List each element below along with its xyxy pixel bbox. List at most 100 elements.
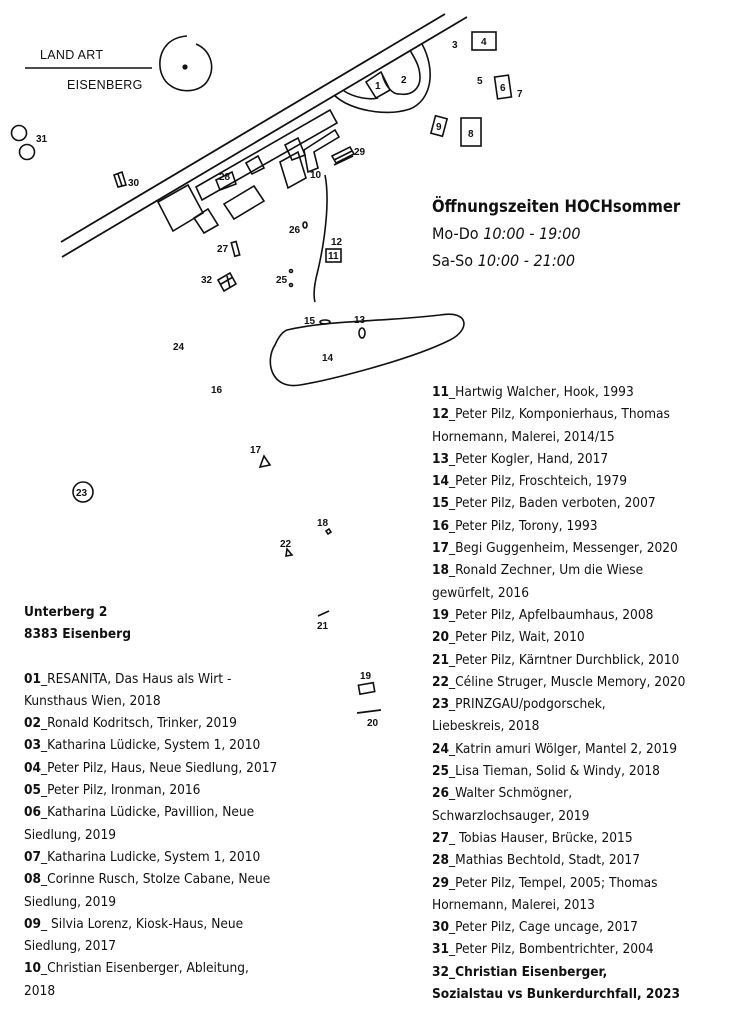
legend-item: 25_Lisa Tieman, Solid & Windy, 2018 (432, 760, 685, 782)
legend-number: 27 (432, 829, 450, 846)
marker-25[interactable]: 25 (276, 275, 288, 286)
address-street: Unterberg 2 (24, 604, 108, 620)
legend-item: 11_Hartwig Walcher, Hook, 1993 (432, 381, 685, 403)
legend-number: 32 (432, 963, 450, 980)
legend-item: 02_Ronald Kodritsch, Trinker, 2019 (24, 712, 277, 734)
address-city: 8383 Eisenberg (24, 626, 131, 643)
marker-11[interactable]: 11 (328, 251, 339, 262)
legend-item: 13_Peter Kogler, Hand, 2017 (432, 448, 685, 470)
legend-number: 19 (432, 606, 450, 623)
marker-15[interactable]: 15 (304, 316, 316, 327)
marker-16[interactable]: 16 (211, 385, 223, 396)
marker-1[interactable]: 1 (375, 81, 381, 92)
legend-number: 09 (24, 915, 42, 932)
legend-text: _Corinne Rusch, Stolze Cabane, Neue (41, 871, 271, 888)
artwork-20-shape (356, 709, 382, 714)
legend-item: 01_RESANITA, Das Haus als Wirt -Kunsthau… (24, 668, 277, 713)
legend-item: 17_Begi Guggenheim, Messenger, 2020 (432, 537, 685, 559)
legend-number: 04 (24, 759, 42, 776)
marker-3[interactable]: 3 (452, 40, 458, 51)
legend-text: _Begi Guggenheim, Messenger, 2020 (449, 540, 678, 557)
marker-32[interactable]: 32 (201, 275, 213, 286)
artwork-17-shape (258, 454, 272, 469)
marker-20[interactable]: 20 (367, 718, 379, 729)
legend-text-continued: Siedlung, 2019 (24, 893, 117, 910)
road-edge (61, 16, 468, 258)
legend-text: _PRINZGAU/podgorschek, (449, 696, 606, 713)
legend-text: _Hartwig Walcher, Hook, 1993 (449, 384, 634, 400)
hours-time: 10:00 - 21:00 (477, 251, 575, 270)
legend-item: 22_Céline Struger, Muscle Memory, 2020 (432, 671, 685, 693)
legend-number: 13 (432, 450, 450, 467)
legend-left: Unterberg 2 8383 Eisenberg 01_RESANITA, … (24, 601, 277, 1002)
artwork-31-shape (10, 124, 28, 142)
legend-text: _Peter Pilz, Haus, Neue Siedlung, 2017 (41, 759, 278, 776)
marker-26[interactable]: 26 (289, 225, 301, 236)
artwork-21-shape (317, 610, 330, 617)
marker-13[interactable]: 13 (354, 315, 366, 326)
marker-9[interactable]: 9 (436, 122, 442, 133)
marker-14[interactable]: 14 (322, 353, 334, 364)
legend-number: 10 (24, 960, 42, 977)
legend-text: _RESANITA, Das Haus als Wirt - (41, 670, 232, 687)
opening-hours: Öffnungszeiten HOCHsommer Mo-Do 10:00 - … (432, 193, 680, 274)
legend-item: 07_Katharina Ludicke, System 1, 2010 (24, 846, 277, 868)
legend-text: _Walter Schmögner, (449, 785, 573, 802)
marker-24[interactable]: 24 (173, 342, 185, 353)
legend-number: 06 (24, 804, 42, 821)
legend-number: 26 (432, 785, 450, 802)
legend-number: 11 (432, 384, 450, 400)
legend-number: 16 (432, 517, 450, 534)
marker-5[interactable]: 5 (477, 76, 483, 87)
artwork-25-shape (288, 282, 294, 288)
marker-29[interactable]: 29 (354, 147, 366, 158)
legend-item: 20_Peter Pilz, Wait, 2010 (432, 626, 685, 648)
artwork-26-shape (302, 221, 308, 229)
marker-27[interactable]: 27 (217, 244, 229, 255)
artwork-9-shape (429, 114, 449, 138)
marker-12[interactable]: 12 (331, 237, 343, 248)
marker-23[interactable]: 23 (76, 488, 88, 499)
marker-22[interactable]: 22 (280, 539, 292, 550)
legend-text: _Ronald Zechner, Um die Wiese (449, 562, 644, 579)
marker-30[interactable]: 30 (128, 178, 140, 189)
artwork-19-shape (357, 681, 376, 696)
pond-14-shape (269, 313, 465, 387)
address: Unterberg 2 8383 Eisenberg (24, 601, 277, 646)
legend-item: 31_Peter Pilz, Bombentrichter, 2004 (432, 938, 685, 960)
marker-6[interactable]: 6 (500, 83, 506, 94)
marker-31[interactable]: 31 (36, 134, 48, 145)
marker-19[interactable]: 19 (360, 671, 372, 682)
legend-item: 24_Katrin amuri Wölger, Mantel 2, 2019 (432, 738, 685, 760)
legend-number: 22 (432, 673, 450, 690)
legend-number: 20 (432, 629, 450, 646)
legend-text: _Peter Pilz, Bombentrichter, 2004 (449, 941, 654, 958)
marker-4[interactable]: 4 (481, 37, 487, 48)
marker-8[interactable]: 8 (468, 129, 474, 140)
marker-28[interactable]: 28 (219, 172, 231, 183)
marker-21[interactable]: 21 (317, 621, 329, 632)
marker-18[interactable]: 18 (317, 518, 329, 529)
legend-number: 14 (432, 473, 450, 490)
marker-10[interactable]: 10 (310, 170, 322, 181)
logo-spiral-icon (159, 35, 213, 92)
artwork-15-shape (319, 319, 331, 325)
artwork-25-shape (288, 268, 294, 274)
legend-number: 05 (24, 782, 42, 799)
artwork-11-shape (325, 248, 342, 263)
legend-number: 01 (24, 670, 42, 687)
legend-text: _Peter Pilz, Torony, 1993 (449, 517, 598, 534)
legend-item: 21_Peter Pilz, Kärntner Durchblick, 2010 (432, 649, 685, 671)
marker-2[interactable]: 2 (401, 75, 407, 86)
legend-text: _Katharina Ludicke, System 1, 2010 (41, 848, 261, 865)
marker-7[interactable]: 7 (517, 89, 523, 100)
hours-time: 10:00 - 19:00 (483, 224, 581, 243)
legend-text: _Peter Pilz, Komponierhaus, Thomas (449, 406, 670, 423)
marker-17[interactable]: 17 (250, 445, 262, 456)
legend-number: 12 (432, 406, 450, 423)
legend-number: 07 (24, 848, 42, 865)
